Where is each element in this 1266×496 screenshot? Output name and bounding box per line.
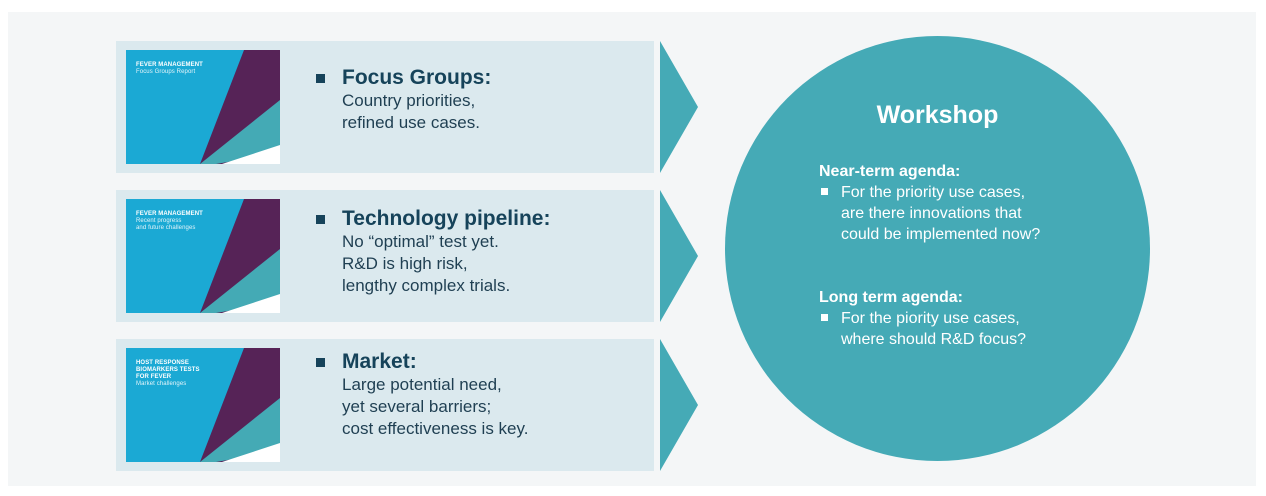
thumb-subtitle: Market challenges: [136, 381, 187, 387]
arrow-technology-pipeline: [660, 190, 700, 322]
report-cover-graphic: [126, 199, 280, 313]
bullet-heading: Focus Groups:: [316, 66, 491, 90]
bullet-square-icon: [316, 215, 325, 224]
report-cover-graphic: [126, 50, 280, 164]
arrow-market: [660, 339, 700, 471]
bullet-body: Country priorities, refined use cases.: [342, 91, 480, 132]
workshop-title: Workshop: [876, 101, 999, 129]
near-term-agenda: Near-term agenda: For the priority use c…: [819, 162, 1119, 245]
long-term-agenda: Long term agenda: For the piority use ca…: [819, 288, 1119, 350]
agenda-item: For the piority use cases, where should …: [819, 308, 1119, 350]
bullet-square-icon: [821, 188, 828, 195]
bullet-heading: Market:: [316, 350, 528, 374]
thumb-subtitle: Recent progress and future challenges: [136, 218, 196, 231]
bullet-square-icon: [316, 74, 325, 83]
row-market: HOST RESPONSE BIOMARKERS TESTS FOR FEVER…: [116, 339, 654, 471]
bullet-body: Large potential need, yet several barrie…: [342, 375, 529, 438]
bullet-square-icon: [316, 358, 325, 367]
bullet-heading: Technology pipeline:: [316, 207, 550, 231]
agenda-heading: Near-term agenda:: [819, 163, 961, 180]
bullet-square-icon: [821, 314, 828, 321]
agenda-item: For the priority use cases, are there in…: [819, 182, 1119, 245]
focus-groups-text: Focus Groups: Country priorities, refine…: [316, 66, 491, 134]
workshop-circle: Workshop Near-term agenda: For the prior…: [725, 36, 1150, 461]
bullet-body: No “optimal” test yet. R&D is high risk,…: [342, 232, 511, 295]
technology-pipeline-text: Technology pipeline: No “optimal” test y…: [316, 207, 550, 297]
agenda-heading: Long term agenda:: [819, 289, 964, 306]
market-text: Market: Large potential need, yet severa…: [316, 350, 528, 440]
report-thumbnail-market: HOST RESPONSE BIOMARKERS TESTS FOR FEVER…: [126, 348, 280, 462]
arrow-focus-groups: [660, 41, 700, 173]
thumb-subtitle: Focus Groups Report: [136, 69, 196, 75]
thumb-title: HOST RESPONSE BIOMARKERS TESTS FOR FEVER…: [136, 360, 241, 388]
report-cover-graphic: [126, 348, 280, 462]
